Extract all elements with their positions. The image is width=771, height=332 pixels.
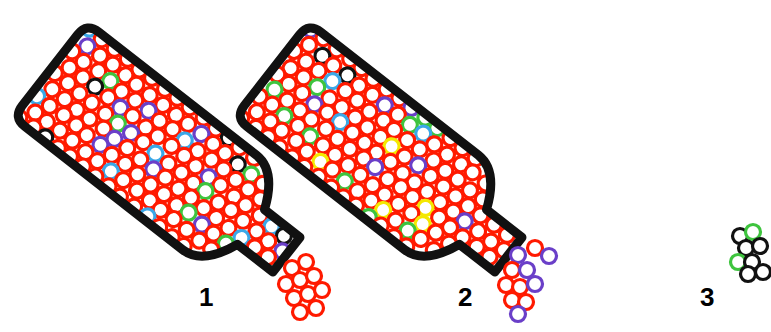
bead-ring (505, 263, 520, 278)
bottle (231, 18, 549, 306)
bead-ring (309, 301, 324, 316)
bead-ring (741, 267, 756, 282)
callout-number: 3 (700, 284, 714, 310)
bead-ring (511, 248, 526, 263)
bead-ring (299, 255, 314, 270)
bead-ring (528, 277, 543, 292)
bead-ring (753, 239, 768, 254)
bead-ring (307, 269, 322, 284)
spilled-beads (279, 225, 771, 322)
callout-number: 1 (199, 284, 213, 310)
bead-ring (520, 263, 535, 278)
bead-ring (756, 265, 771, 280)
bead-ring (511, 307, 526, 322)
bead-ring (315, 283, 330, 298)
callout-number: 2 (458, 284, 472, 310)
bead-ring (542, 249, 557, 264)
bead-ring (528, 241, 543, 256)
bead-fill (231, 18, 549, 306)
bead-ring (293, 305, 308, 320)
bottle-outline (235, 23, 545, 302)
